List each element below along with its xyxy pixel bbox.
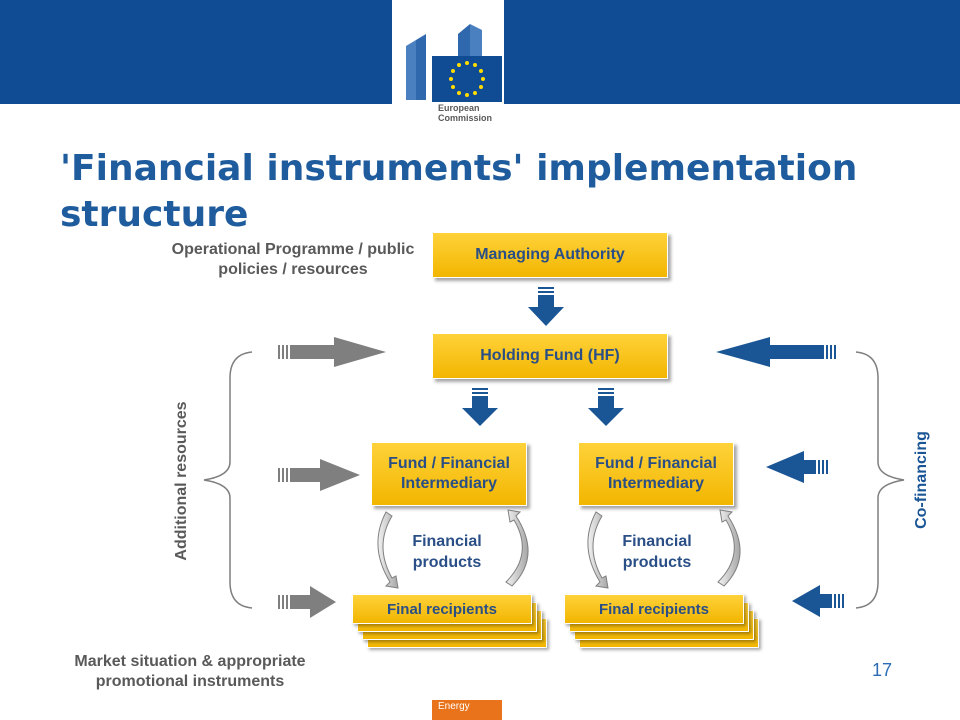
co-financing-arrow-1: [716, 337, 836, 367]
fund-intermediary-left-box: Fund / Financial Intermediary: [371, 442, 527, 506]
managing-authority-box: Managing Authority: [432, 232, 668, 278]
logo-text: European Commission: [438, 103, 492, 123]
commission-logo: European Commission: [392, 0, 504, 132]
energy-tag: Energy: [432, 700, 502, 720]
additional-resource-arrow-1: [278, 337, 386, 367]
logo-line-1: European: [438, 103, 480, 113]
financial-products-left: Financial products: [412, 533, 482, 571]
final-recipients-right: Final recipients: [564, 594, 744, 624]
co-financing-arrow-2: [766, 451, 828, 483]
additional-resource-arrow-3: [278, 586, 336, 618]
cycle-arrow-left-pair: [377, 509, 529, 589]
final-recipients-left-stack: Final recipients: [352, 594, 548, 654]
down-arrow-hf-to-fund-left: [462, 388, 498, 426]
final-recipients-right-stack: Final recipients: [564, 594, 760, 654]
down-arrow-hf-to-fund-right: [588, 388, 624, 426]
cycle-arrow-right-pair: [587, 509, 741, 589]
co-financing-arrow-3: [792, 585, 844, 617]
market-situation-label: Market situation & appropriate promotion…: [74, 653, 306, 690]
right-brace: [855, 351, 905, 609]
berlaymont-building-icon: [406, 24, 502, 102]
logo-line-2: Commission: [438, 113, 493, 123]
additional-resource-arrow-2: [278, 459, 360, 491]
fund-intermediary-right-box: Fund / Financial Intermediary: [578, 442, 734, 506]
final-recipients-left: Final recipients: [352, 594, 532, 624]
slide-title: 'Financial instruments' implementation s…: [60, 148, 858, 235]
page-number: 17: [872, 660, 893, 680]
down-arrow-ma-to-hf: [528, 287, 564, 326]
financial-products-right: Financial products: [622, 533, 692, 571]
op-programme-label: Operational Programme / public policies …: [171, 241, 415, 278]
holding-fund-box: Holding Fund (HF): [432, 333, 668, 379]
left-brace: [203, 351, 253, 609]
